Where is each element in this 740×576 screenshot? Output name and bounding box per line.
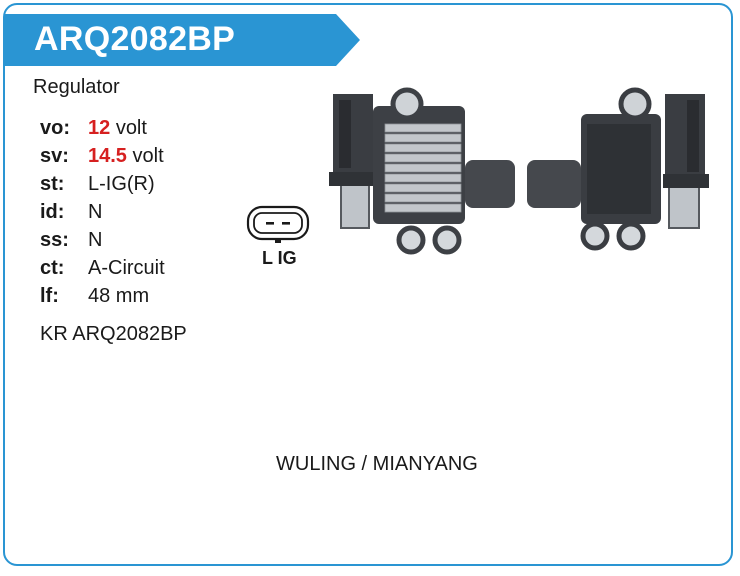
connector-label: L IG <box>262 248 297 268</box>
spec-key: sv: <box>40 145 69 167</box>
spec-key: ss: <box>40 229 69 251</box>
two-pin-connector-icon <box>246 204 312 274</box>
spec-key: id: <box>40 201 65 223</box>
spec-value: 48 mm <box>88 285 150 307</box>
spec-key: ct: <box>40 257 65 279</box>
spec-unit: volt <box>132 145 164 167</box>
spec-unit: volt <box>115 117 147 139</box>
product-type: Regulator <box>33 76 120 98</box>
spec-value: N <box>88 229 103 251</box>
vehicle-application: WULING / MIANYANG <box>276 453 478 475</box>
part-number-title: ARQ2082BP <box>34 20 236 58</box>
spec-value: A-Circuit <box>88 257 165 279</box>
spec-value: N <box>88 201 103 223</box>
spec-value: 14.5 <box>88 145 127 167</box>
title-banner <box>4 14 360 66</box>
spec-key: lf: <box>40 285 59 307</box>
cross-reference: KR ARQ2082BP <box>40 323 187 345</box>
regulator-photo <box>325 84 715 274</box>
spec-value: 12 <box>88 117 111 139</box>
spec-key: st: <box>40 173 65 195</box>
spec-key: vo: <box>40 117 70 139</box>
spec-value: L-IG(R) <box>88 173 155 195</box>
